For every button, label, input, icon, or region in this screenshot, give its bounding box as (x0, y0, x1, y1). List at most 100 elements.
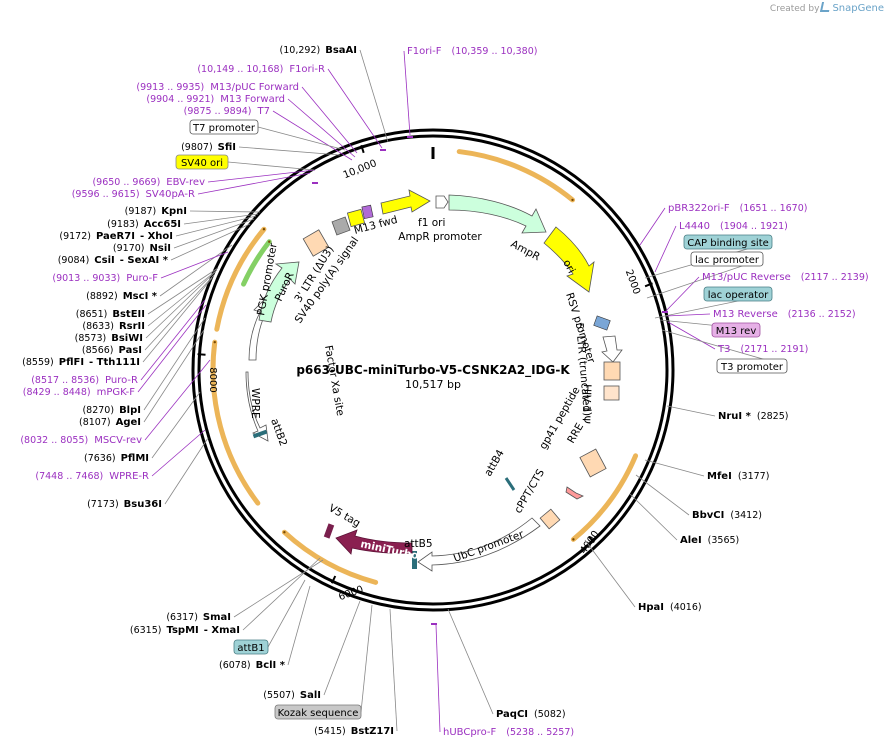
feature-5-ltr[interactable] (603, 361, 621, 381)
feature-label-text: lac promoter (695, 255, 760, 266)
enzyme-position: (5415) (314, 726, 346, 737)
primer-label[interactable]: (10,149 .. 10,168)F1ori-R (197, 64, 325, 75)
feature-label-text: attB1 (237, 643, 264, 654)
feature-label-box[interactable] (703, 286, 773, 302)
snapgene-logo-icon (820, 2, 832, 12)
enzyme-position: (9183) (107, 219, 139, 230)
primer-label[interactable]: (9913 .. 9935)M13/pUC Forward (136, 82, 299, 93)
primer-label[interactable]: M13 Reverse(2136 .. 2152) (713, 309, 856, 320)
feature-v5-tag[interactable] (323, 523, 335, 539)
primer-label[interactable]: (9596 .. 9615)SV40pA-R (72, 189, 195, 200)
primer-label[interactable]: (8429 .. 8448)mPGK-F (23, 387, 135, 398)
enzyme-position: (9172) (59, 231, 91, 242)
enzyme-label[interactable]: BbvCI(3412) (692, 510, 762, 521)
feature-cppt[interactable] (539, 508, 561, 530)
enzyme-label[interactable]: (8633)RsrII (82, 321, 145, 332)
enzyme-position: (8633) (82, 321, 114, 332)
feature-miniturbo[interactable] (335, 529, 413, 555)
primer-name: M13 Forward (220, 94, 285, 105)
primer-range: (9013 .. 9033) (52, 273, 120, 284)
feature-label-text: lac operator (708, 290, 769, 301)
primer-label[interactable]: hUBCpro-F(5238 .. 5257) (443, 727, 574, 738)
primer-name: T3 (717, 344, 730, 355)
primer-name: MSCV-rev (94, 435, 142, 446)
enzyme-name: TspMI (166, 625, 198, 636)
feature-3-ltr[interactable] (302, 229, 330, 257)
enzyme-label[interactable]: MfeI(3177) (707, 471, 769, 482)
feature-wpre[interactable] (245, 371, 269, 442)
primer-label[interactable]: (8517 .. 8536)Puro-R (31, 375, 138, 386)
primer-label[interactable]: pBR322ori-F(1651 .. 1670) (668, 203, 807, 214)
enzyme-label[interactable]: (7173)Bsu36I (87, 499, 162, 510)
enzyme-label[interactable]: (9170)NsiI (113, 243, 171, 254)
label-attb5: attB5 (404, 538, 433, 550)
primer-label[interactable]: F1ori-F(10,359 .. 10,380) (407, 46, 537, 57)
feature-ubc-promoter[interactable] (417, 517, 541, 572)
enzyme-label[interactable]: (8892)MscI * (86, 291, 158, 302)
enzyme-label[interactable]: (7636)PflMI (84, 453, 149, 464)
enzyme-label[interactable]: (10,292)BsaAI (280, 45, 357, 56)
primer-label[interactable]: M13/pUC Reverse(2117 .. 2139) (702, 272, 869, 283)
enzyme-label[interactable]: (9187)KpnI (125, 206, 187, 217)
feature-f1-ori[interactable] (380, 189, 431, 215)
feature-ampr-promoter[interactable] (435, 195, 449, 209)
enzyme-label[interactable]: (5507)SalI (263, 690, 321, 701)
enzyme-label[interactable]: (9807)SfiI (181, 142, 236, 153)
feature-hiv-psi[interactable] (603, 385, 620, 401)
enzyme-label[interactable]: (8566)PasI (82, 345, 142, 356)
feature-label-box[interactable] (274, 704, 362, 720)
feature-label-box[interactable] (716, 358, 788, 374)
label-ubc-promoter: UbC promoter (452, 528, 526, 565)
enzyme-label[interactable]: (9084)CsiI- SexAI * (58, 255, 169, 266)
enzyme-label[interactable]: AleI(3565) (680, 535, 739, 546)
feature-ampr[interactable] (448, 194, 547, 234)
enzyme-label[interactable]: (8573)BsiWI (75, 333, 143, 344)
label-hiv-psi: HIV-1 Ψ (580, 384, 593, 424)
primer-range: (2171 .. 2191) (740, 344, 808, 355)
feature-label-box[interactable] (189, 119, 259, 135)
primer-label[interactable]: (9875 .. 9894)T7 (184, 106, 270, 117)
enzyme-extra: - SexAI * (120, 255, 169, 266)
enzyme-label[interactable]: NruI *(2825) (718, 411, 788, 422)
feature-attb2[interactable] (252, 429, 268, 439)
feature-attb5[interactable] (412, 551, 417, 569)
primer-label[interactable]: (8032 .. 8055)MSCV-rev (20, 435, 142, 446)
enzyme-label[interactable]: PaqCI(5082) (496, 709, 566, 720)
feature-sv40-ori-block[interactable] (346, 208, 366, 228)
enzyme-label[interactable]: (6315)TspMI- XmaI (130, 625, 240, 636)
primer-name: F1ori-R (289, 64, 325, 75)
feature-ori[interactable] (543, 226, 595, 293)
primer-label[interactable]: (9013 .. 9033)Puro-F (52, 273, 158, 284)
enzyme-label[interactable]: (9183) Acc65I (107, 219, 181, 230)
primer-range: (1651 .. 1670) (740, 203, 808, 214)
feature-label-box[interactable] (690, 251, 764, 267)
primer-label[interactable]: (9904 .. 9921)M13 Forward (146, 94, 285, 105)
primer-label[interactable]: L4440(1904 .. 1921) (679, 221, 788, 232)
enzyme-label[interactable]: (8559)PflFI- Tth111I (22, 357, 140, 368)
feature-gp41[interactable] (565, 486, 584, 500)
enzyme-label[interactable]: (8651)BstEII (76, 309, 145, 320)
enzyme-label[interactable]: (9172)PaeR7I- XhoI (59, 231, 173, 242)
enzyme-label[interactable]: (5415)BstZ17I (314, 726, 394, 737)
feature-attb4[interactable] (504, 477, 516, 491)
feature-rsv-promoter[interactable] (601, 335, 623, 363)
enzyme-name: Acc65I (144, 219, 181, 230)
enzyme-label[interactable]: (6317)SmaI (166, 612, 231, 623)
feature-label-box[interactable] (233, 639, 269, 655)
feature-puror[interactable] (258, 261, 300, 323)
enzyme-name: BlpI (119, 405, 141, 416)
enzyme-label[interactable]: (8270)BlpI (82, 405, 141, 416)
orf-arcs (210, 149, 639, 585)
feature-label-box[interactable] (711, 322, 761, 338)
feature-label-box[interactable] (175, 154, 229, 170)
enzyme-label[interactable]: HpaI(4016) (638, 602, 702, 613)
orf-arc-green-end (268, 240, 271, 243)
feature-sv40-polya[interactable] (331, 216, 351, 236)
primer-label[interactable]: (9650 .. 9669)EBV-rev (92, 177, 205, 188)
feature-label-box[interactable] (683, 234, 773, 250)
enzyme-label[interactable]: (8107)AgeI (79, 417, 141, 428)
enzyme-label[interactable]: (6078)BclI * (219, 660, 286, 671)
feature-rre[interactable] (579, 448, 607, 478)
primer-label[interactable]: T3 (2171 .. 2191) (717, 344, 808, 355)
primer-label[interactable]: (7448 .. 7468)WPRE-R (35, 471, 149, 482)
